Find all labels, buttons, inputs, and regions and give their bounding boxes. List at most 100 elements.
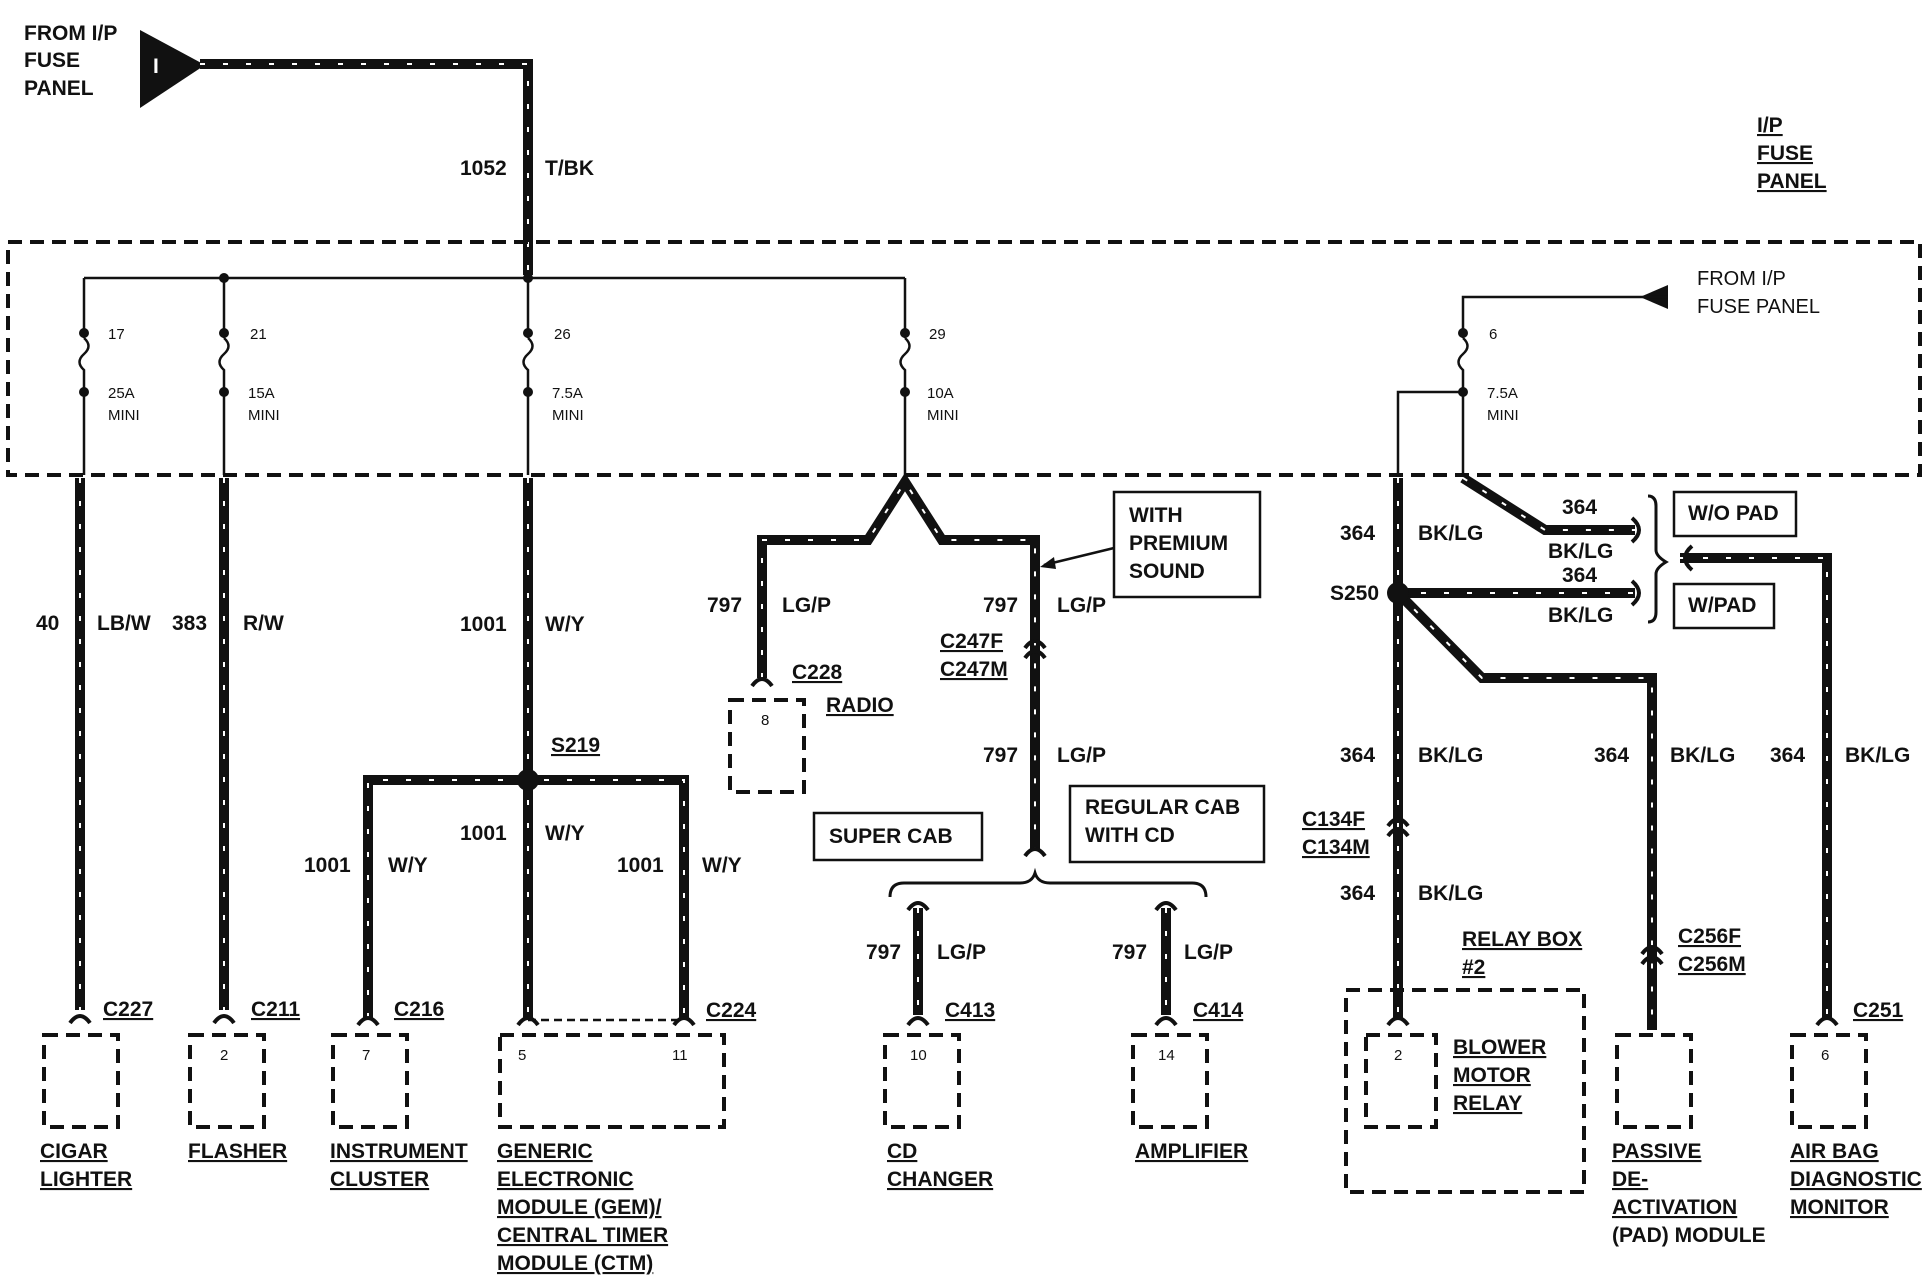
gem-pin-5: 5 xyxy=(518,1047,526,1064)
fuse-17-element-icon xyxy=(78,337,90,390)
circuit-383: 383 R/W C211 2 FLASHER xyxy=(172,478,300,1163)
s250-label: S250 xyxy=(1330,582,1379,605)
cigar-lighter-box xyxy=(42,1033,120,1129)
fuse-6: FROM I/P FUSE PANEL 6 7.5A MINI xyxy=(1396,268,1820,475)
fuse-panel-outline xyxy=(6,240,1922,477)
blower-relay-pin-icon xyxy=(1386,1016,1410,1027)
c414-label: C414 xyxy=(1193,999,1244,1022)
wire-1001-center-color: W/Y xyxy=(545,822,585,845)
source-connector-letter: I xyxy=(153,55,159,78)
airbag-monitor-name-3: MONITOR xyxy=(1790,1196,1889,1219)
wire-364-abdm-color: BK/LG xyxy=(1845,744,1910,767)
amplifier-name: AMPLIFIER xyxy=(1135,1140,1248,1163)
fuse-17-number: 17 xyxy=(108,326,125,343)
wo-pad-label: W/O PAD xyxy=(1688,502,1779,525)
relay-box-outline xyxy=(1344,988,1586,1194)
feed-wire-color: T/BK xyxy=(545,157,594,180)
airbag-monitor-name-1: AIR BAG xyxy=(1790,1140,1879,1163)
c256-pin-icon xyxy=(1640,945,1664,966)
gem-name-4: CENTRAL TIMER xyxy=(497,1224,668,1247)
wire-364-wpad-color: BK/LG xyxy=(1548,604,1613,627)
w-pad-label: W/PAD xyxy=(1688,594,1756,617)
wire-797-cd-circuit: 797 xyxy=(866,941,901,964)
source-label-line-2: FUSE xyxy=(24,49,80,72)
circuit-364: 364 BK/LG 364 BK/LG 364 BK/LG W/O PAD W/… xyxy=(1302,473,1922,1247)
blower-motor-relay-name-1: BLOWER xyxy=(1453,1036,1546,1059)
fuse-panel-label-line-2: FUSE xyxy=(1757,142,1813,165)
wire-1001-left-color: W/Y xyxy=(388,854,428,877)
fuse-17: 17 25A MINI xyxy=(78,326,140,475)
fuse-29-rating: 10A xyxy=(927,385,954,402)
blower-motor-relay-name-2: MOTOR xyxy=(1453,1064,1531,1087)
s219-splice xyxy=(517,769,539,791)
top-source: FROM I/P FUSE PANEL I 1052 T/BK xyxy=(24,22,594,275)
fuse-21-type: MINI xyxy=(248,407,280,424)
wire-364-lower-circuit: 364 xyxy=(1340,882,1375,905)
c224-label: C224 xyxy=(706,999,757,1022)
fuse-panel-label-line-1: I/P xyxy=(1757,114,1783,137)
wire-1001-right-color: W/Y xyxy=(702,854,742,877)
airbag-monitor-box xyxy=(1790,1033,1868,1129)
c134-pin-icon xyxy=(1386,817,1410,838)
feed-wire xyxy=(200,59,533,275)
amplifier-box xyxy=(1131,1033,1209,1129)
fuse-panel-label-line-3: PANEL xyxy=(1757,170,1827,193)
fuse-21-element-icon xyxy=(218,337,230,390)
c413-pin-icon xyxy=(906,1016,930,1027)
wire-1001-left-circuit: 1001 xyxy=(304,854,351,877)
radio-name: RADIO xyxy=(826,694,894,717)
fuse-17-rating: 25A xyxy=(108,385,135,402)
gem-name-2: ELECTRONIC xyxy=(497,1168,634,1191)
gem-pin-11-icon xyxy=(672,1016,696,1027)
super-cab-label: SUPER CAB xyxy=(829,825,953,848)
wire-364-mid-circuit: 364 xyxy=(1340,744,1375,767)
wire-364-top-circuit: 364 xyxy=(1340,522,1375,545)
fuse-26-type: MINI xyxy=(552,407,584,424)
wire-1001-main-circuit: 1001 xyxy=(460,613,507,636)
c227-pin-icon xyxy=(68,1014,92,1025)
circuit-797: 797 LG/P C228 8 RADIO WITH PREMIUM SOUND… xyxy=(707,472,1266,1191)
blower-motor-relay-name-3: RELAY xyxy=(1453,1092,1522,1115)
premium-sound-box xyxy=(1112,490,1262,599)
cigar-lighter-name-2: LIGHTER xyxy=(40,1168,132,1191)
gem-name-5: MODULE (CTM) xyxy=(497,1252,653,1275)
fuse-21: 21 15A MINI xyxy=(218,326,280,475)
c251-label: C251 xyxy=(1853,999,1904,1022)
c413-label: C413 xyxy=(945,999,995,1022)
radio-box xyxy=(728,698,806,794)
source-label-line-1: FROM I/P xyxy=(24,22,117,45)
c216-pin-icon xyxy=(356,1016,380,1027)
fuse-6-element-icon xyxy=(1457,337,1469,390)
wire-364-pad-color: BK/LG xyxy=(1670,744,1735,767)
wire-797-cd-color: LG/P xyxy=(937,941,986,964)
pad-module-name-4: (PAD) MODULE xyxy=(1612,1224,1766,1247)
fuse-26-number: 26 xyxy=(554,326,571,343)
circuit-1001: 1001 W/Y S219 1001 W/Y 1001 W/Y 1001 W/Y… xyxy=(304,478,757,1275)
premium-sound-line-1: WITH xyxy=(1129,504,1183,527)
wire-364-lower-color: BK/LG xyxy=(1418,882,1483,905)
airbag-monitor-pin: 6 xyxy=(1821,1047,1829,1064)
pad-option-bracket xyxy=(1647,494,1669,624)
c256f-label: C256F xyxy=(1678,925,1741,948)
gem-box xyxy=(498,1033,726,1129)
fuse-29-number: 29 xyxy=(929,326,946,343)
instrument-cluster-name-2: CLUSTER xyxy=(330,1168,429,1191)
pad-module-box xyxy=(1615,1033,1693,1129)
cd-changer-box xyxy=(883,1033,961,1129)
fuse-26-element-icon xyxy=(522,337,534,390)
wire-797-lower-color: LG/P xyxy=(1057,744,1106,767)
wire-364-mid-color: BK/LG xyxy=(1418,744,1483,767)
c228-label: C228 xyxy=(792,661,843,684)
instrument-cluster-box xyxy=(331,1033,409,1129)
circuit-40: 40 LB/W C227 CIGAR LIGHTER xyxy=(36,478,153,1191)
wire-364-top-color: BK/LG xyxy=(1418,522,1483,545)
fuse-panel: I/P FUSE PANEL 17 25A MINI 21 15A MINI xyxy=(6,114,1922,477)
flasher-name: FLASHER xyxy=(188,1140,287,1163)
fuse-29-type: MINI xyxy=(927,407,959,424)
wire-1001-main-color: W/Y xyxy=(545,613,585,636)
fuse-panel-from-line-1: FROM I/P xyxy=(1697,268,1786,290)
c134m-label: C134M xyxy=(1302,836,1370,859)
fuse-17-type: MINI xyxy=(108,407,140,424)
pad-module-name-2: DE- xyxy=(1612,1168,1648,1191)
c216-label: C216 xyxy=(394,998,444,1021)
